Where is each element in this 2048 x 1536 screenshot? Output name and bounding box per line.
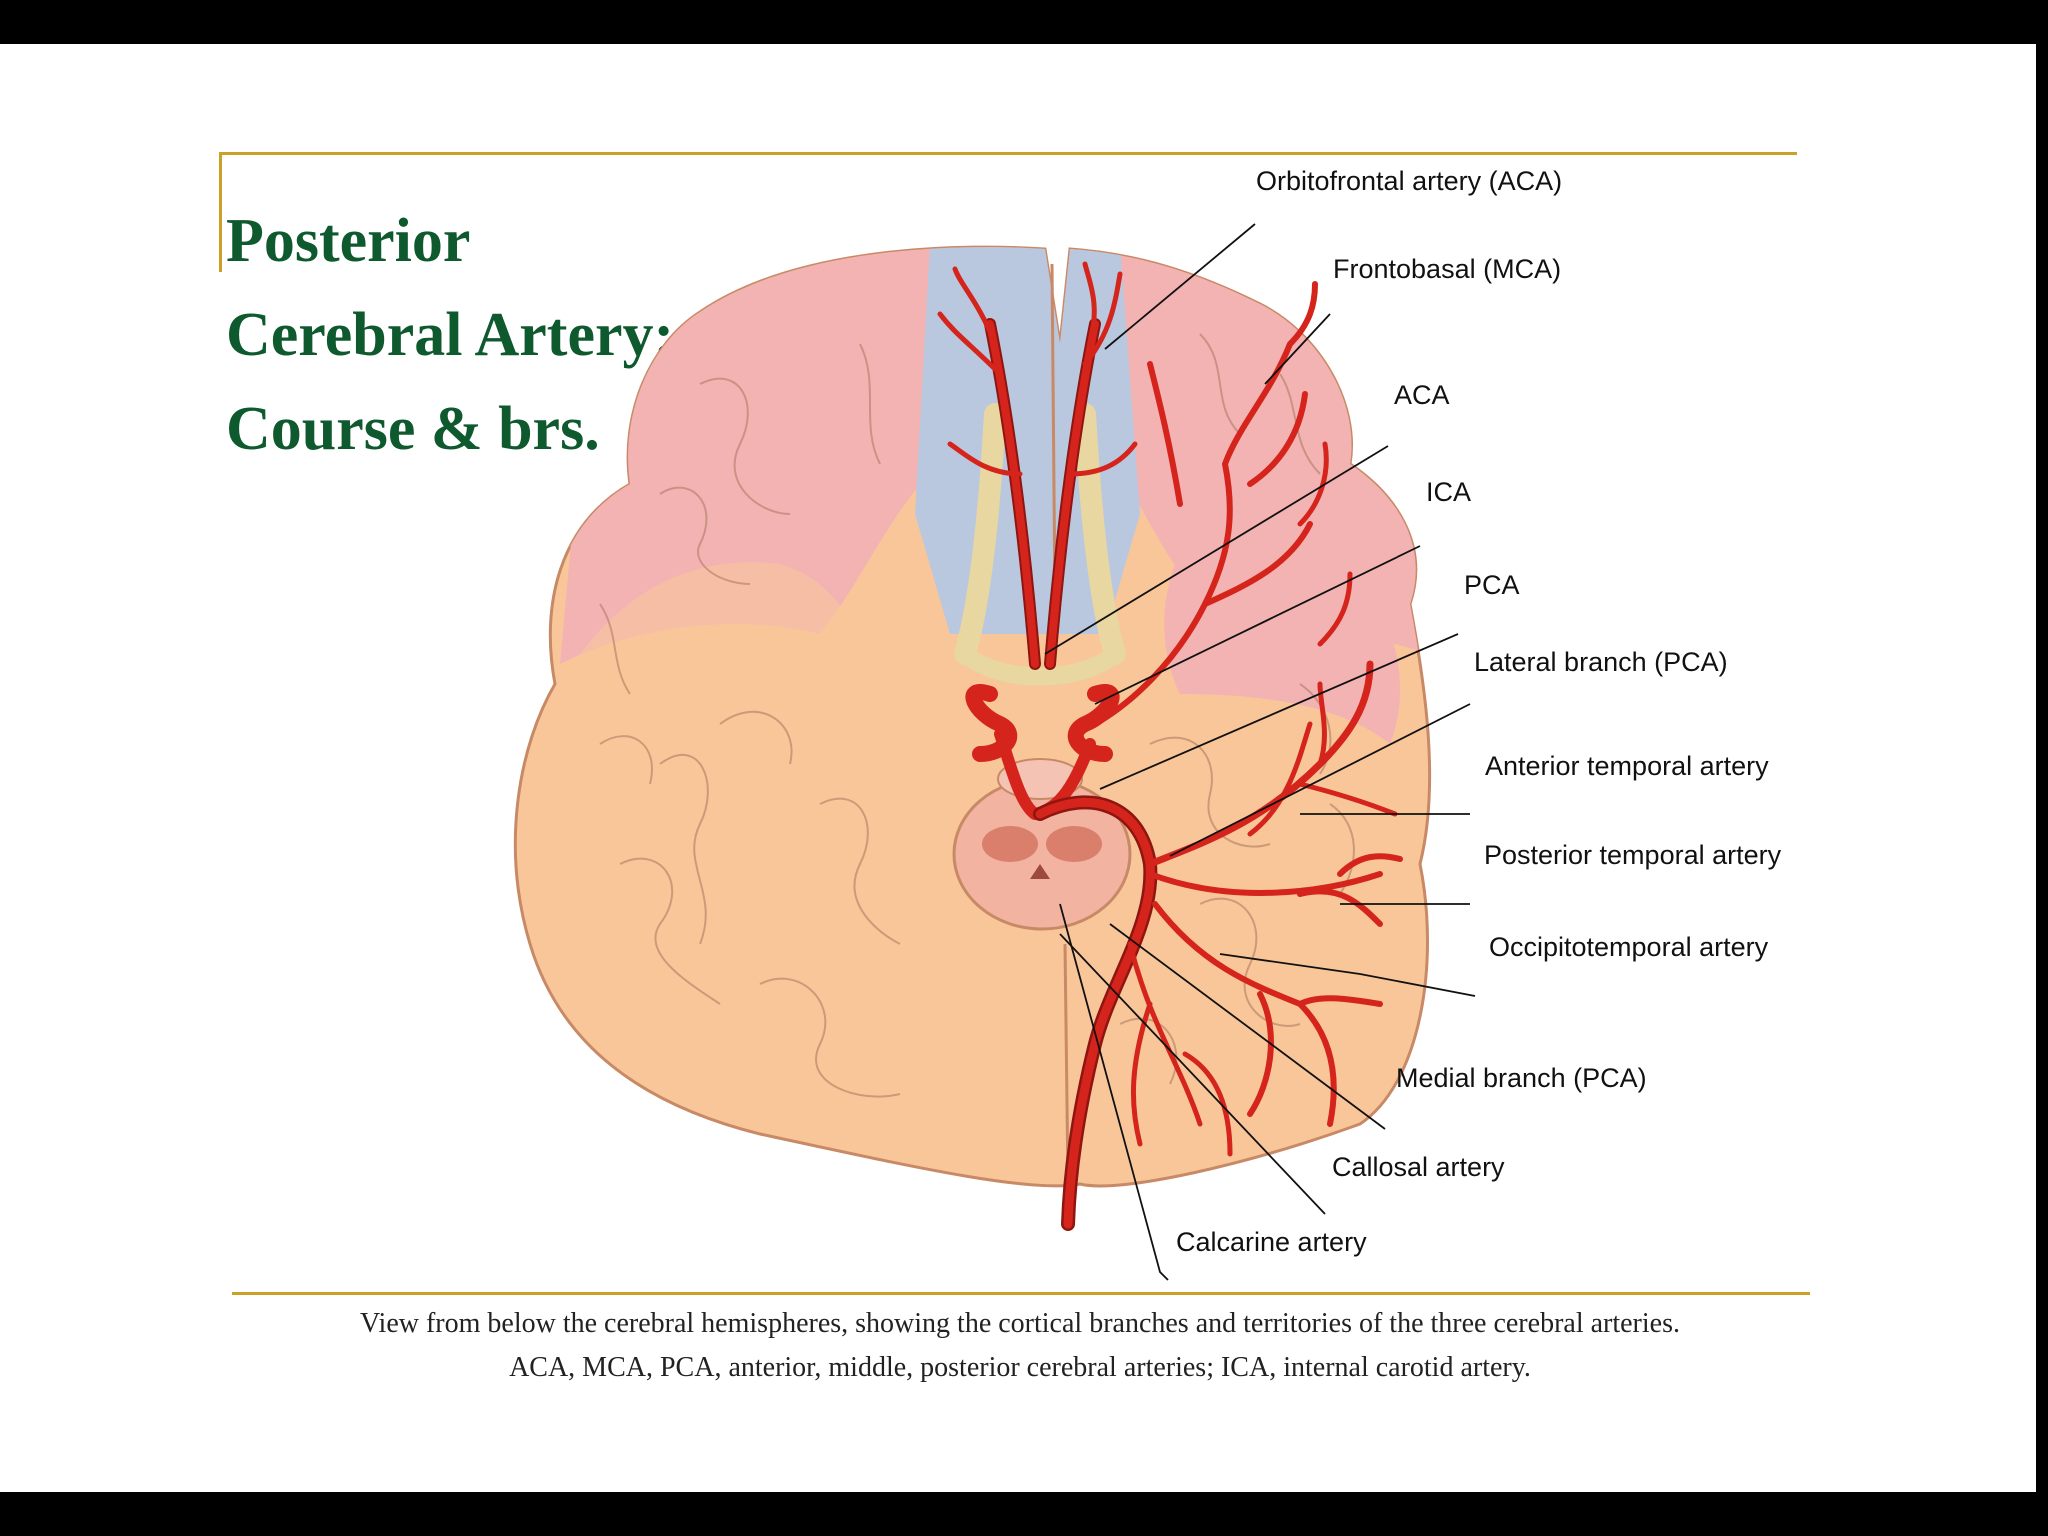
leader-occipitotemporal bbox=[1219, 953, 1476, 997]
caption-rule bbox=[232, 1292, 1810, 1295]
brain-diagram: Orbitofrontal artery (ACA) Frontobasal (… bbox=[513, 166, 1782, 1281]
leader-callosal bbox=[1059, 933, 1326, 1215]
label-orbitofrontal-artery: Orbitofrontal artery (ACA) bbox=[1256, 166, 1562, 196]
slide-right-border bbox=[2036, 44, 2048, 1492]
temporal-lobe-right bbox=[1164, 550, 1400, 744]
label-pca: PCA bbox=[1464, 570, 1520, 600]
leader-orbitofrontal bbox=[1104, 223, 1256, 350]
leader-medial-branch bbox=[1109, 923, 1386, 1130]
label-medial-branch-pca: Medial branch (PCA) bbox=[1396, 1063, 1647, 1093]
brainstem bbox=[952, 758, 1132, 931]
slide-title: Posterior Cerebral Artery: Course & brs. bbox=[226, 194, 674, 476]
leader-frontobasal bbox=[1264, 313, 1331, 385]
slide: Posterior Cerebral Artery: Course & brs. bbox=[0, 44, 2048, 1492]
leader-aca bbox=[1044, 445, 1389, 655]
leader-lateral-branch bbox=[1169, 703, 1471, 857]
label-lateral-branch-pca: Lateral branch (PCA) bbox=[1474, 647, 1728, 677]
figure-caption: View from below the cerebral hemispheres… bbox=[200, 1302, 1840, 1390]
label-anterior-temporal-artery: Anterior temporal artery bbox=[1485, 751, 1769, 781]
label-aca: ACA bbox=[1394, 380, 1450, 410]
gyri-pattern bbox=[599, 333, 1355, 1098]
temporal-lobe-left bbox=[560, 562, 880, 944]
caption-line: View from below the cerebral hemispheres… bbox=[360, 1308, 1680, 1339]
title-rule-vertical bbox=[219, 152, 222, 272]
title-rule-horizontal bbox=[219, 152, 1797, 155]
label-frontobasal-mca: Frontobasal (MCA) bbox=[1333, 254, 1561, 284]
diagram-labels: Orbitofrontal artery (ACA) Frontobasal (… bbox=[1176, 166, 1782, 1257]
olfactory-tracts bbox=[954, 403, 1126, 686]
title-line: Posterior bbox=[226, 207, 471, 275]
label-posterior-temporal-artery: Posterior temporal artery bbox=[1484, 840, 1782, 870]
label-ica: ICA bbox=[1426, 477, 1471, 507]
leader-calcarine bbox=[1059, 903, 1169, 1281]
leader-ica bbox=[1094, 545, 1421, 705]
arteries bbox=[937, 261, 1403, 1231]
caption-line: ACA, MCA, PCA, anterior, middle, posteri… bbox=[509, 1352, 1531, 1383]
longitudinal-fissure bbox=[1050, 263, 1070, 1185]
label-occipitotemporal-artery: Occipitotemporal artery bbox=[1489, 932, 1769, 962]
label-callosal-artery: Callosal artery bbox=[1332, 1152, 1505, 1182]
label-calcarine-artery: Calcarine artery bbox=[1176, 1227, 1367, 1257]
brain-base bbox=[513, 245, 1432, 1188]
title-line: Course & brs. bbox=[226, 395, 600, 463]
leader-pca bbox=[1099, 633, 1459, 790]
title-line: Cerebral Artery: bbox=[226, 301, 675, 369]
leader-lines bbox=[1044, 223, 1476, 1281]
